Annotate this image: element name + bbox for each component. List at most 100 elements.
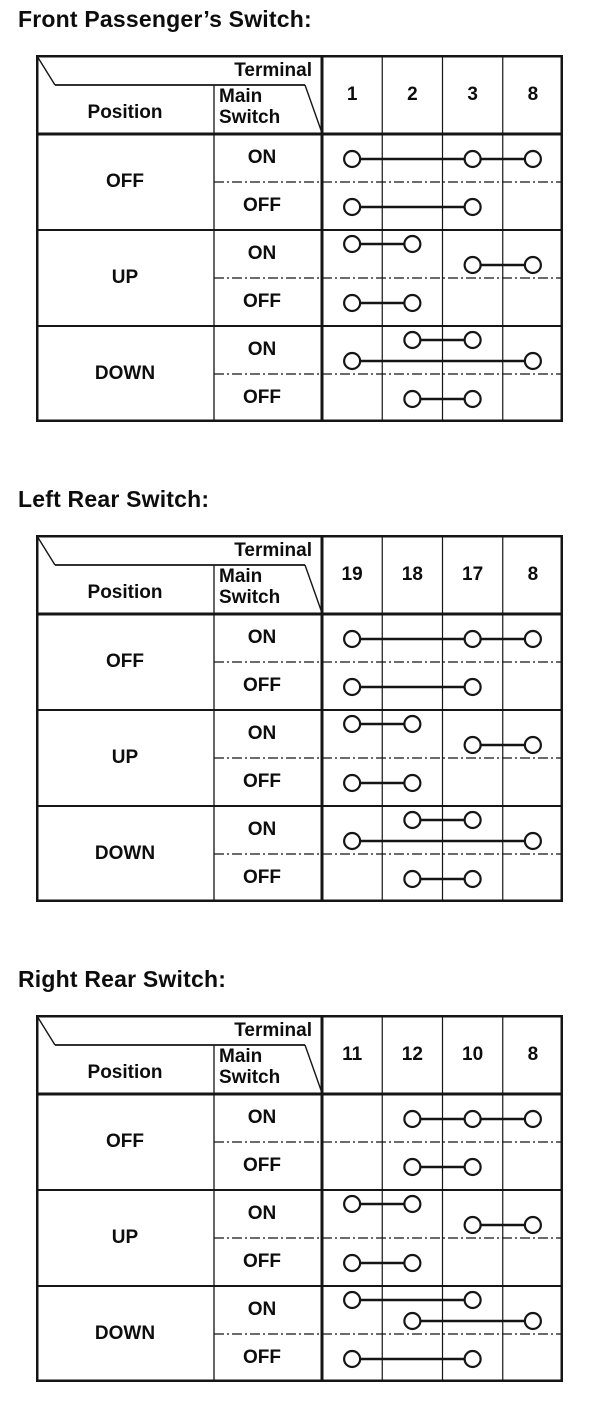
terminal-contact-circle <box>523 1215 542 1235</box>
terminal-contact-circle <box>463 629 482 649</box>
terminal-contact-circle <box>463 810 482 830</box>
terminal-header-label: Terminal <box>234 60 312 81</box>
continuity-connection <box>343 1290 482 1310</box>
position-header-label: Position <box>87 102 163 123</box>
main-switch-state: ON <box>247 627 277 648</box>
continuity-connection <box>343 234 422 254</box>
terminal-contact-circle <box>343 1349 362 1369</box>
continuity-connection <box>343 1253 422 1273</box>
main-switch-state: OFF <box>243 387 281 408</box>
table-linework <box>36 1015 563 1382</box>
terminal-contact-circle <box>403 773 422 793</box>
table-linework <box>36 535 563 902</box>
terminal-contact-circle <box>523 1109 542 1129</box>
terminal-contact-circle <box>463 330 482 350</box>
table-linework <box>36 55 563 422</box>
terminal-number: 17 <box>462 564 484 585</box>
terminal-header-label: Terminal <box>234 540 312 561</box>
terminal-number: 11 <box>342 1044 363 1065</box>
terminal-contact-circle <box>463 1109 482 1129</box>
main-switch-header-label: Main Switch <box>219 1046 281 1088</box>
main-switch-state: OFF <box>243 1155 281 1176</box>
continuity-connection <box>343 629 542 649</box>
table-title: Front Passenger’s Switch: <box>18 6 312 32</box>
main-switch-state: ON <box>247 339 277 360</box>
terminal-contact-circle <box>463 149 482 169</box>
continuity-connection <box>403 1311 542 1331</box>
main-switch-state: OFF <box>243 1347 281 1368</box>
terminal-contact-circle <box>343 149 362 169</box>
main-switch-state: ON <box>247 819 277 840</box>
terminal-contact-circle <box>343 293 362 313</box>
terminal-contact-circle <box>463 255 482 275</box>
terminal-contact-circle <box>463 1215 482 1235</box>
position-header-label: Position <box>87 582 163 603</box>
terminal-contact-circle <box>403 714 422 734</box>
terminal-contact-circle <box>403 389 422 409</box>
continuity-connection <box>343 1194 422 1214</box>
main-switch-header-label: Main Switch <box>219 566 281 608</box>
main-switch-state: ON <box>247 243 277 264</box>
terminal-number: 10 <box>462 1044 484 1065</box>
continuity-connection <box>343 293 422 313</box>
terminal-contact-circle <box>343 1290 362 1310</box>
terminal-contact-circle <box>343 234 362 254</box>
table-title: Right Rear Switch: <box>18 966 227 992</box>
terminal-contact-circle <box>523 149 542 169</box>
terminal-contact-circle <box>403 1311 422 1331</box>
terminal-contact-circle <box>343 677 362 697</box>
terminal-contact-circle <box>523 831 542 851</box>
continuity-connection <box>463 1215 542 1235</box>
position-header-label: Position <box>87 1062 163 1083</box>
continuity-connection <box>343 351 542 371</box>
continuity-connection <box>403 1157 482 1177</box>
table-title: Left Rear Switch: <box>18 486 210 512</box>
terminal-contact-circle <box>463 1157 482 1177</box>
terminal-contact-circle <box>523 629 542 649</box>
main-switch-state: OFF <box>243 1251 281 1272</box>
terminal-contact-circle <box>523 255 542 275</box>
main-switch-state: OFF <box>243 291 281 312</box>
terminal-number: 2 <box>407 84 418 105</box>
terminal-contact-circle <box>343 629 362 649</box>
main-switch-header-label: Main Switch <box>219 86 281 128</box>
continuity-connection <box>403 810 482 830</box>
terminal-contact-circle <box>343 831 362 851</box>
terminal-contact-circle <box>343 1194 362 1214</box>
continuity-connection <box>403 389 482 409</box>
main-switch-state: ON <box>247 1107 277 1128</box>
main-switch-state: ON <box>247 147 277 168</box>
position-value: UP <box>111 747 139 768</box>
terminal-contact-circle <box>463 677 482 697</box>
terminal-header-label: Terminal <box>234 1020 312 1041</box>
terminal-number: 3 <box>467 84 478 105</box>
terminal-contact-circle <box>343 714 362 734</box>
continuity-connection <box>403 869 482 889</box>
position-value: OFF <box>106 171 144 192</box>
main-switch-state: OFF <box>243 867 281 888</box>
terminal-contact-circle <box>403 869 422 889</box>
terminal-contact-circle <box>403 1157 422 1177</box>
table-border <box>36 55 563 422</box>
terminal-number: 8 <box>527 84 539 105</box>
terminal-contact-circle <box>523 351 542 371</box>
terminal-contact-circle <box>403 330 422 350</box>
table-border <box>36 535 563 902</box>
terminal-contact-circle <box>403 1194 422 1214</box>
continuity-connection <box>463 735 542 755</box>
main-switch-state: ON <box>247 723 277 744</box>
terminal-number: 8 <box>527 564 539 585</box>
terminal-contact-circle <box>523 1311 542 1331</box>
main-switch-state: ON <box>247 1299 277 1320</box>
position-value: UP <box>111 1227 139 1248</box>
terminal-number: 12 <box>401 1044 423 1065</box>
main-switch-state: OFF <box>243 675 281 696</box>
position-value: DOWN <box>94 363 156 384</box>
main-switch-state: OFF <box>243 195 281 216</box>
position-value: DOWN <box>94 1323 156 1344</box>
terminal-contact-circle <box>463 197 482 217</box>
terminal-contact-circle <box>523 735 542 755</box>
terminal-contact-circle <box>343 773 362 793</box>
